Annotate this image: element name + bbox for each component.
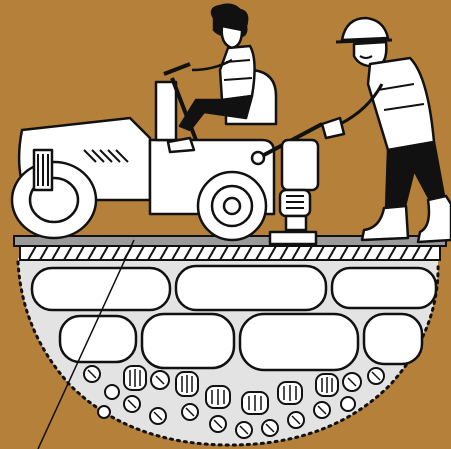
road-layers-cross-section-icon [14, 236, 446, 445]
construction-worker-icon [322, 18, 451, 242]
roller-operator-icon [168, 5, 255, 152]
